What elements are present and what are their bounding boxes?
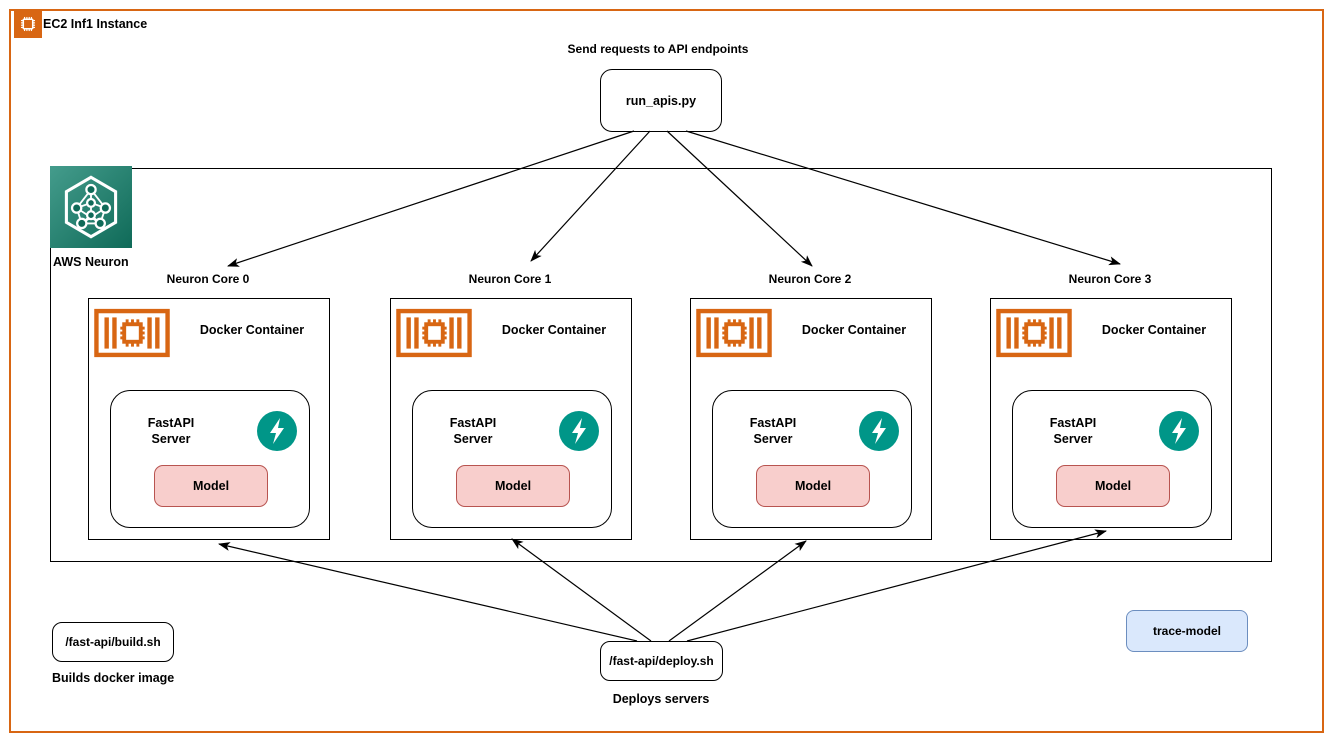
neuron-core-group-2: Neuron Core 2 Docker Container	[690, 272, 932, 542]
neuron-core-label: Neuron Core 0	[166, 272, 250, 286]
neuron-core-label: Neuron Core 3	[1068, 272, 1152, 286]
deploy-script-box: /fast-api/deploy.sh	[600, 641, 723, 681]
model-box: Model	[756, 465, 870, 507]
lightning-bolt-icon	[1159, 411, 1199, 451]
docker-container-title: Docker Container	[501, 323, 607, 337]
inferentia-chip-icon	[996, 308, 1072, 358]
inferentia-chip-icon	[396, 308, 472, 358]
neuron-core-group-1: Neuron Core 1 Docker Container	[390, 272, 632, 542]
build-caption: Builds docker image	[52, 671, 175, 685]
aws-neuron-boundary	[50, 168, 1272, 562]
aws-neuron-label: AWS Neuron	[53, 255, 129, 269]
lightning-bolt-icon	[859, 411, 899, 451]
build-script-box: /fast-api/build.sh	[52, 622, 174, 662]
inferentia-chip-icon	[94, 308, 170, 358]
run-apis-box: run_apis.py	[600, 69, 722, 132]
lightning-bolt-icon	[257, 411, 297, 451]
top-note: Send requests to API endpoints	[567, 42, 749, 56]
neuron-core-group-0: Neuron Core 0 Docker Container	[88, 272, 330, 542]
frame-title: EC2 Inf1 Instance	[43, 17, 148, 31]
aws-neuron-hexagon-network-icon	[50, 166, 132, 248]
model-box: Model	[154, 465, 268, 507]
docker-container-title: Docker Container	[1101, 323, 1207, 337]
ec2-instance-frame	[9, 9, 1324, 733]
lightning-bolt-icon	[559, 411, 599, 451]
docker-container-title: Docker Container	[801, 323, 907, 337]
trace-model-box: trace-model	[1126, 610, 1248, 652]
docker-container-title: Docker Container	[199, 323, 305, 337]
neuron-core-label: Neuron Core 2	[768, 272, 852, 286]
model-box: Model	[456, 465, 570, 507]
neuron-core-label: Neuron Core 1	[468, 272, 552, 286]
deploy-caption: Deploys servers	[612, 692, 710, 706]
inferentia-chip-icon	[696, 308, 772, 358]
chip-icon	[14, 10, 42, 38]
neuron-core-group-3: Neuron Core 3 Docker Container	[990, 272, 1232, 542]
model-box: Model	[1056, 465, 1170, 507]
